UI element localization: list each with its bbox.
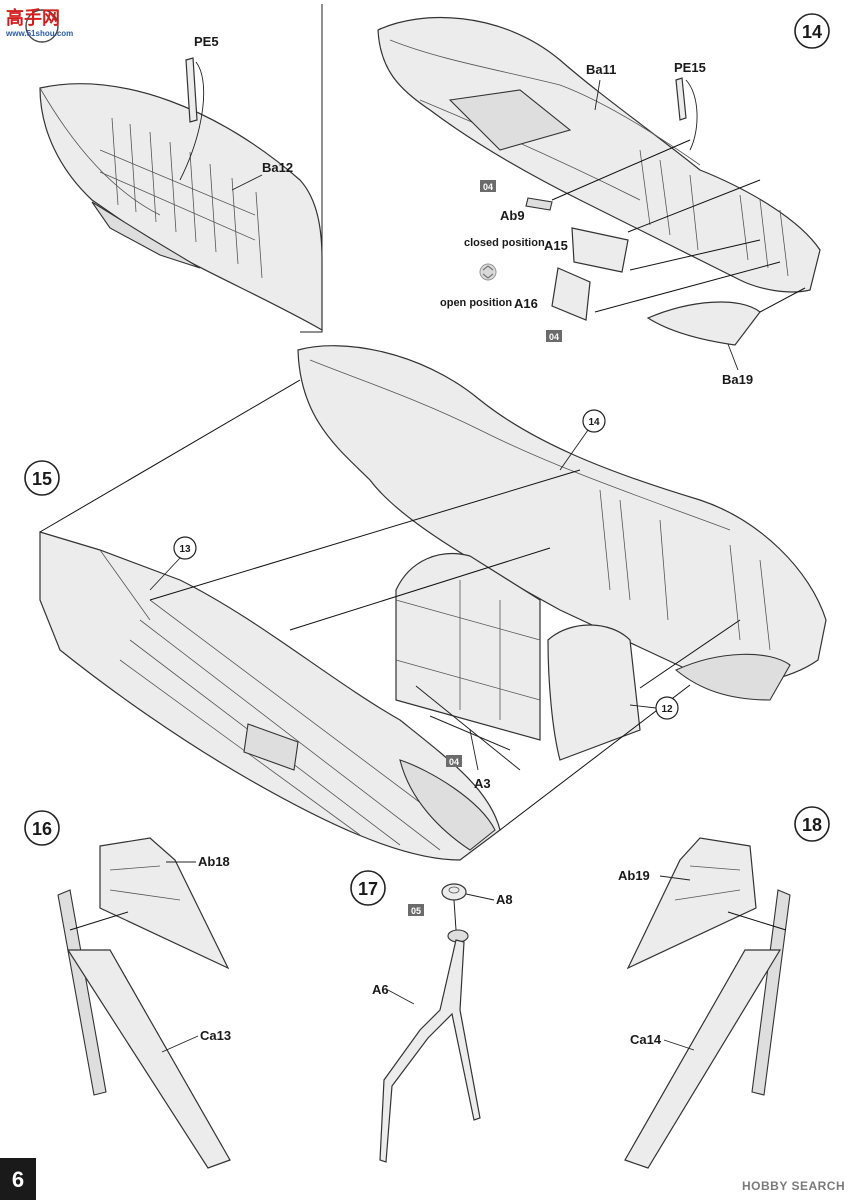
svg-text:18: 18 <box>802 815 822 835</box>
svg-text:04: 04 <box>483 182 493 192</box>
svg-text:12: 12 <box>661 704 673 715</box>
svg-text:05: 05 <box>411 906 421 916</box>
label-ab9: Ab9 <box>500 208 525 223</box>
label-closed-position: closed position <box>464 237 545 249</box>
svg-text:14: 14 <box>802 22 822 42</box>
label-ab18: Ab18 <box>198 854 230 869</box>
step-18: 18 Ab19 Ca14 <box>618 806 830 1169</box>
step-14: 14 Ba11 PE15 <box>377 13 830 387</box>
fuselage-frames <box>99 117 263 279</box>
paint-ref-04-b: 04 <box>546 330 562 342</box>
label-ca14: Ca14 <box>630 1032 662 1047</box>
step-14-badge: 14 <box>794 13 830 49</box>
watermark-site-name: 高手网 <box>6 7 60 28</box>
step-16: 16 Ab18 Ca13 <box>24 810 231 1169</box>
step-16-badge: 16 <box>24 810 60 846</box>
step-18-badge: 18 <box>794 806 830 842</box>
detail-view: PE5 Ba12 <box>39 4 323 333</box>
label-ab19: Ab19 <box>618 868 650 883</box>
label-pe15: PE15 <box>674 60 706 75</box>
cockpit-tub <box>395 552 641 761</box>
step-15-badge: 15 <box>24 460 60 496</box>
svg-text:14: 14 <box>588 417 600 428</box>
credit-watermark: HOBBY SEARCH <box>742 1179 845 1193</box>
ref-14: 14 <box>582 409 606 433</box>
label-ba12: Ba12 <box>262 160 293 175</box>
svg-text:15: 15 <box>32 469 52 489</box>
svg-text:13: 13 <box>179 544 191 555</box>
label-a6: A6 <box>372 982 389 997</box>
paint-ref-05: 05 <box>408 904 424 916</box>
label-ba19: Ba19 <box>722 372 753 387</box>
step-17: 17 05 A8 A6 <box>350 870 513 1163</box>
paint-ref-04-c: 04 <box>446 755 462 767</box>
watermark-site-url: www.51shou.com <box>5 29 73 38</box>
ref-13: 13 <box>173 536 197 560</box>
credit-hobby-search: HOBBY SEARCH <box>742 1179 845 1193</box>
svg-text:17: 17 <box>358 879 378 899</box>
step-14-frames <box>639 149 789 277</box>
step-17-badge: 17 <box>350 870 386 906</box>
step-15-upper-frames <box>599 489 771 651</box>
svg-text:04: 04 <box>449 757 459 767</box>
watermark-logo: 高手网 www.51shou.com <box>5 7 73 43</box>
label-pe5: PE5 <box>194 34 219 49</box>
svg-text:16: 16 <box>32 819 52 839</box>
svg-text:6: 6 <box>12 1167 24 1192</box>
label-a8: A8 <box>496 892 513 907</box>
svg-text:04: 04 <box>549 332 559 342</box>
label-open-position: open position <box>440 297 512 309</box>
label-ba11: Ba11 <box>586 62 616 77</box>
label-a3: A3 <box>474 776 491 791</box>
label-a15: A15 <box>544 238 568 253</box>
swap-icon <box>479 263 497 281</box>
label-ca13: Ca13 <box>200 1028 231 1043</box>
label-a16: A16 <box>514 296 538 311</box>
step-15: 15 <box>24 345 827 861</box>
ref-12: 12 <box>655 696 679 720</box>
paint-ref-04-a: 04 <box>480 180 496 192</box>
page-number: 6 <box>0 1158 36 1200</box>
